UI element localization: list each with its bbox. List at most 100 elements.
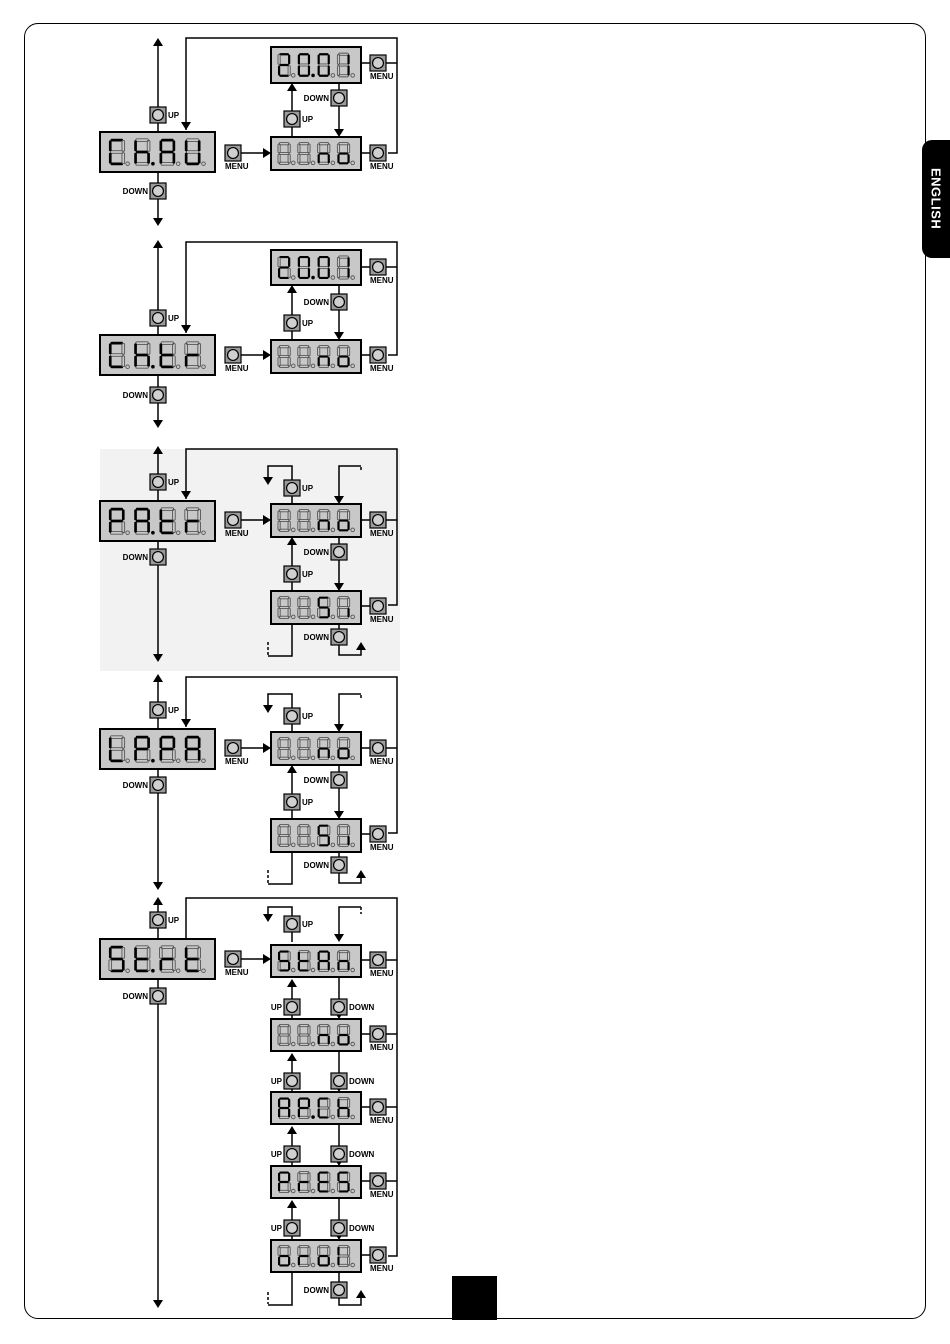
down-button-ch-au-sub[interactable]: DOWN xyxy=(304,90,347,106)
down-button-ch-tr[interactable]: DOWN xyxy=(123,387,166,403)
menu-button-st-rt[interactable]: MENU xyxy=(225,951,249,977)
segment xyxy=(339,1034,349,1036)
segment xyxy=(161,958,173,961)
down-button-lp-pa-sub[interactable]: DOWN xyxy=(304,772,347,788)
button-cap[interactable] xyxy=(334,775,345,786)
button-cap[interactable] xyxy=(334,297,345,308)
button-cap[interactable] xyxy=(334,1002,345,1013)
button-cap[interactable] xyxy=(287,919,298,930)
button-cap[interactable] xyxy=(334,547,345,558)
up-button-lp-pa-top[interactable]: UP xyxy=(284,708,314,724)
menu-button-ch-tr-1[interactable]: MENU xyxy=(370,259,394,285)
menu-button-st-rt-2[interactable]: MENU xyxy=(370,1026,394,1052)
up-button-st-rt[interactable]: UP xyxy=(150,912,180,928)
up-button-st-rt-2[interactable]: UP xyxy=(271,1073,300,1089)
button-cap[interactable] xyxy=(373,515,384,526)
button-cap[interactable] xyxy=(373,743,384,754)
down-button-lp-pa-bottom[interactable]: DOWN xyxy=(304,857,347,873)
button-cap[interactable] xyxy=(228,515,239,526)
segment xyxy=(318,826,320,835)
button-cap[interactable] xyxy=(373,148,384,159)
up-button-ch-tr[interactable]: UP xyxy=(150,310,180,326)
menu-button-st-rt-4[interactable]: MENU xyxy=(370,1173,394,1199)
button-cap[interactable] xyxy=(153,110,164,121)
segment xyxy=(337,154,339,163)
sub-display-st-rt-1 xyxy=(271,945,361,977)
button-cap[interactable] xyxy=(287,797,298,808)
button-cap[interactable] xyxy=(373,58,384,69)
button-cap[interactable] xyxy=(334,1223,345,1234)
down-button-st-rt-4[interactable]: DOWN xyxy=(331,1220,375,1236)
menu-button-st-rt-3[interactable]: MENU xyxy=(370,1099,394,1125)
button-cap[interactable] xyxy=(287,569,298,580)
button-cap[interactable] xyxy=(153,991,164,1002)
button-cap[interactable] xyxy=(334,93,345,104)
arrowhead xyxy=(287,1126,297,1134)
down-button-st-rt-bottom[interactable]: DOWN xyxy=(304,1282,347,1298)
button-cap[interactable] xyxy=(334,860,345,871)
button-cap[interactable] xyxy=(373,1102,384,1113)
button-cap[interactable] xyxy=(373,955,384,966)
menu-button-lp-pa-1[interactable]: MENU xyxy=(370,740,394,766)
decimal-point xyxy=(151,365,155,369)
up-button-ch-tr-sub[interactable]: UP xyxy=(284,315,314,331)
up-button-ch-au-sub[interactable]: UP xyxy=(284,111,314,127)
down-button-ch-tr-sub[interactable]: DOWN xyxy=(304,294,347,310)
button-cap[interactable] xyxy=(153,552,164,563)
button-cap[interactable] xyxy=(153,780,164,791)
down-button-st-rt-1[interactable]: DOWN xyxy=(331,999,375,1015)
button-cap[interactable] xyxy=(228,350,239,361)
button-cap[interactable] xyxy=(153,313,164,324)
down-button-lp-pa[interactable]: DOWN xyxy=(123,777,166,793)
up-button-st-rt-4[interactable]: UP xyxy=(271,1220,300,1236)
button-cap[interactable] xyxy=(287,483,298,494)
button-cap[interactable] xyxy=(153,390,164,401)
button-cap[interactable] xyxy=(334,1285,345,1296)
menu-button-st-rt-5[interactable]: MENU xyxy=(370,1247,394,1273)
button-cap[interactable] xyxy=(373,1250,384,1261)
button-cap[interactable] xyxy=(287,711,298,722)
button-cap[interactable] xyxy=(373,601,384,612)
menu-button-lp-pa-2[interactable]: MENU xyxy=(370,826,394,852)
button-cap[interactable] xyxy=(373,262,384,273)
button-cap[interactable] xyxy=(153,705,164,716)
menu-button-ch-au-2[interactable]: MENU xyxy=(370,145,394,171)
button-cap[interactable] xyxy=(373,1029,384,1040)
decimal-point xyxy=(151,969,155,973)
down-button-ch-au[interactable]: DOWN xyxy=(123,183,166,199)
button-cap[interactable] xyxy=(228,954,239,965)
button-cap[interactable] xyxy=(287,1076,298,1087)
button-cap[interactable] xyxy=(287,318,298,329)
up-button-st-rt-top[interactable]: UP xyxy=(284,916,314,932)
menu-button-st-rt-1[interactable]: MENU xyxy=(370,952,394,978)
button-cap[interactable] xyxy=(287,1149,298,1160)
up-button-st-rt-1[interactable]: UP xyxy=(271,999,300,1015)
button-cap[interactable] xyxy=(334,1149,345,1160)
button-cap[interactable] xyxy=(287,1223,298,1234)
button-cap[interactable] xyxy=(287,1002,298,1013)
button-cap[interactable] xyxy=(228,148,239,159)
menu-button-ch-tr-2[interactable]: MENU xyxy=(370,347,394,373)
menu-button-ch-au[interactable]: MENU xyxy=(225,145,249,171)
menu-button-ch-tr[interactable]: MENU xyxy=(225,347,249,373)
menu-button-lp-pa[interactable]: MENU xyxy=(225,740,249,766)
down-button-st-rt[interactable]: DOWN xyxy=(123,988,166,1004)
up-button-ch-au[interactable]: UP xyxy=(150,107,180,123)
button-cap[interactable] xyxy=(334,632,345,643)
button-cap[interactable] xyxy=(228,743,239,754)
up-button-st-rt-3[interactable]: UP xyxy=(271,1146,300,1162)
up-button-lp-pa[interactable]: UP xyxy=(150,702,180,718)
button-cap[interactable] xyxy=(153,477,164,488)
down-button-st-rt-2[interactable]: DOWN xyxy=(331,1073,375,1089)
button-cap[interactable] xyxy=(373,1176,384,1187)
button-cap[interactable] xyxy=(153,915,164,926)
button-cap[interactable] xyxy=(373,350,384,361)
button-cap[interactable] xyxy=(287,114,298,125)
button-label: MENU xyxy=(225,364,249,373)
up-button-lp-pa-sub[interactable]: UP xyxy=(284,794,314,810)
button-cap[interactable] xyxy=(334,1076,345,1087)
down-button-st-rt-3[interactable]: DOWN xyxy=(331,1146,375,1162)
button-cap[interactable] xyxy=(373,829,384,840)
menu-button-ch-au-1[interactable]: MENU xyxy=(370,55,394,81)
button-cap[interactable] xyxy=(153,186,164,197)
